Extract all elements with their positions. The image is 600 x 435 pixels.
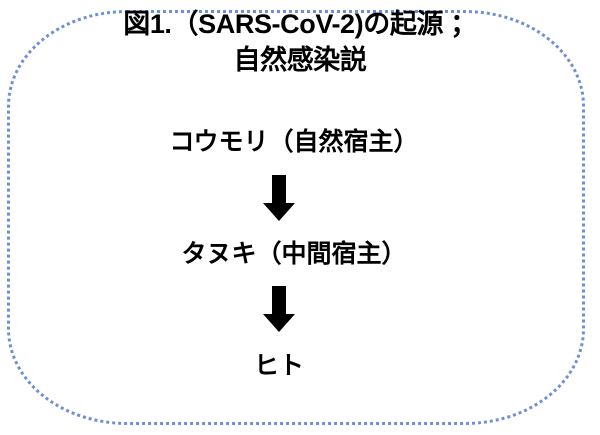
down-arrow-icon xyxy=(263,286,295,332)
down-arrow-icon xyxy=(263,175,295,221)
flow-arrow-2 xyxy=(0,286,600,332)
flow-node-raccoon-dog: タヌキ（中間宿主） xyxy=(0,238,600,270)
flow-arrow-1 xyxy=(0,175,600,221)
transmission-flow-diagram: コウモリ（自然宿主） タヌキ（中間宿主） ヒト xyxy=(0,126,600,382)
flow-node-raccoon-dog-label: タヌキ（中間宿主） xyxy=(181,240,407,268)
flow-node-human-label: ヒト xyxy=(253,352,304,380)
flow-node-human: ヒト xyxy=(0,350,600,382)
figure-title: 図1.（SARS-CoV-2)の起源 ； 自然感染説 xyxy=(0,6,600,78)
figure-title-line-2: 自然感染説 xyxy=(233,45,367,75)
flow-node-bat-label: コウモリ（自然宿主） xyxy=(169,128,419,156)
flow-node-bat: コウモリ（自然宿主） xyxy=(0,126,600,158)
figure-title-line-1: 図1.（SARS-CoV-2)の起源 ； xyxy=(123,9,477,39)
